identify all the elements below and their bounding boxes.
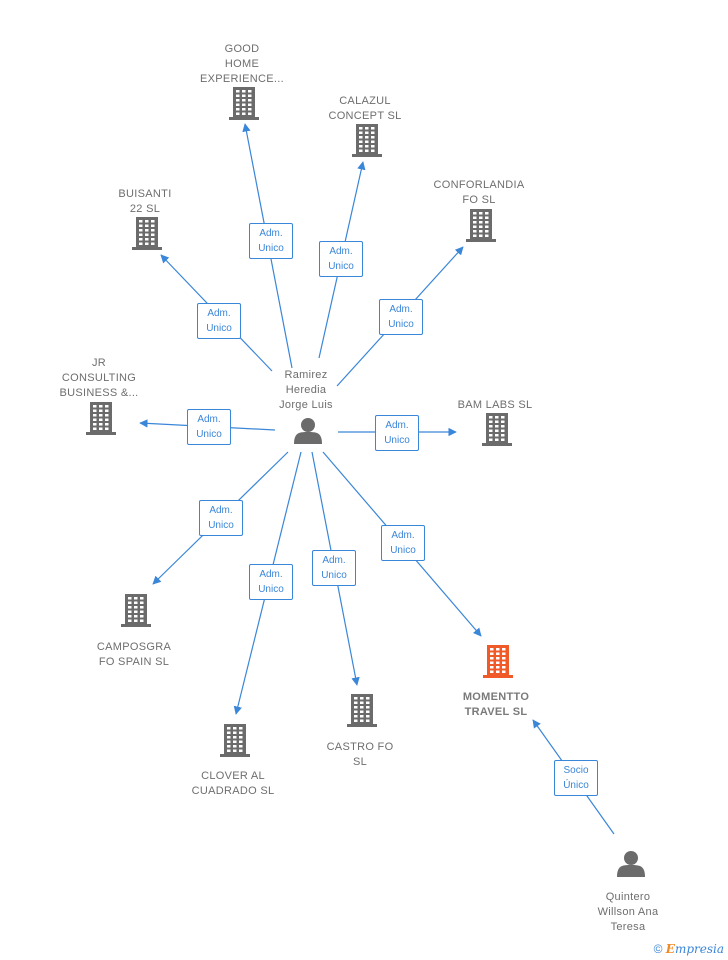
building-icon <box>86 402 116 435</box>
node-label-clover[interactable]: CLOVER AL CUADRADO SL <box>191 770 275 797</box>
edge-label-bam-labs: Adm. Unico <box>375 415 419 451</box>
building-icon <box>482 413 512 446</box>
edge-label-camposgrafo: Adm. Unico <box>199 500 243 536</box>
node-label-calazul[interactable]: CALAZUL CONCEPT SL <box>328 95 402 122</box>
edge-label-clover: Adm. Unico <box>249 564 293 600</box>
building-icon <box>347 694 377 727</box>
node-label-jr-consulting[interactable]: JR CONSULTING BUSINESS &... <box>59 357 139 399</box>
node-label-castro-fo[interactable]: CASTRO FO SL <box>326 741 394 768</box>
edges-layer <box>139 123 615 835</box>
node-label-buisanti[interactable]: BUISANTI 22 SL <box>118 188 172 215</box>
edge-label-jr-consulting: Adm. Unico <box>187 409 231 445</box>
edge-label-momentto: Adm. Unico <box>381 525 425 561</box>
edge-label-calazul: Adm. Unico <box>319 241 363 277</box>
node-label-ramirez[interactable]: Ramirez Heredia Jorge Luis <box>279 369 333 411</box>
nodes-layer <box>86 87 645 877</box>
person-icon <box>617 851 645 877</box>
edge-label-castro-fo: Adm. Unico <box>312 550 356 586</box>
edge-label-conforlandia: Adm. Unico <box>379 299 423 335</box>
node-label-bam-labs[interactable]: BAM LABS SL <box>457 399 533 411</box>
person-icon <box>294 418 322 444</box>
copyright-symbol: © <box>653 942 663 956</box>
building-icon <box>483 645 513 678</box>
building-icon <box>121 594 151 627</box>
edge-label-good-home: Adm. Unico <box>249 223 293 259</box>
edge-label-buisanti: Adm. Unico <box>197 303 241 339</box>
building-icon <box>132 217 162 250</box>
node-label-conforlandia[interactable]: CONFORLANDIA FO SL <box>433 179 525 206</box>
edge-label-momentto: Socio Único <box>554 760 598 796</box>
building-icon <box>466 209 496 242</box>
brand-logo: Empresia <box>665 942 724 956</box>
footer-brand: © Empresia <box>654 942 724 956</box>
node-label-good-home[interactable]: GOOD HOME EXPERIENCE... <box>200 43 284 85</box>
node-label-momentto[interactable]: MOMENTTO TRAVEL SL <box>462 691 530 718</box>
building-icon <box>352 124 382 157</box>
building-icon <box>220 724 250 757</box>
node-label-quintero[interactable]: Quintero Willson Ana Teresa <box>597 891 659 933</box>
building-icon <box>229 87 259 120</box>
node-label-camposgrafo[interactable]: CAMPOSGRA FO SPAIN SL <box>96 641 172 668</box>
